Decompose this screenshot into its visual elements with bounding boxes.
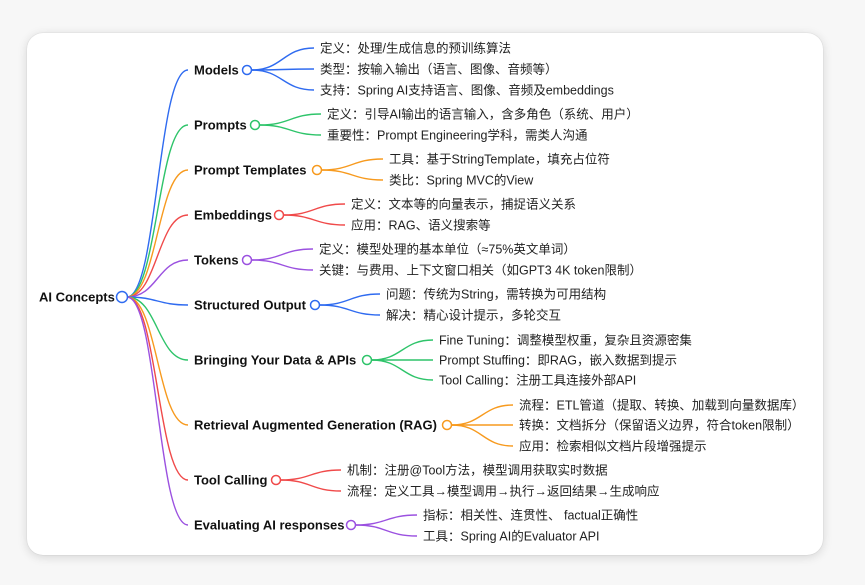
branch-connector: [126, 296, 189, 426]
branch-connector: [126, 296, 189, 361]
leaf-node-label[interactable]: 问题：传统为String，需转换为可用结构: [386, 287, 606, 302]
leaf-connector: [283, 214, 346, 226]
leaf-connector: [259, 113, 322, 126]
branch-node-label[interactable]: Prompts: [194, 118, 247, 133]
leaf-connector: [371, 339, 434, 361]
leaf-connector: [355, 514, 418, 526]
leaf-connector: [251, 47, 315, 71]
branch-node-label[interactable]: Prompt Templates: [194, 163, 306, 178]
leaf-node-label[interactable]: 定义：模型处理的基本单位（≈75%英文单词）: [319, 242, 576, 257]
leaf-node-label[interactable]: 应用：检索相似文档片段增强提示: [519, 439, 707, 454]
leaf-node-label[interactable]: 定义：引导AI输出的语言输入，含多角色（系统、用户）: [327, 107, 639, 122]
leaf-connector: [321, 169, 384, 181]
branch-node-label[interactable]: Tool Calling: [194, 473, 267, 488]
leaf-connector: [319, 293, 381, 306]
branch-node-label[interactable]: Evaluating AI responses: [194, 518, 345, 533]
branch-node-label[interactable]: Tokens: [194, 253, 239, 268]
leaf-node-label[interactable]: 流程：ETL管道（提取、转换、加载到向量数据库）: [519, 398, 804, 413]
branch-connector: [126, 296, 189, 306]
leaf-node-label[interactable]: 解决：精心设计提示，多轮交互: [386, 308, 561, 323]
branch-connector: [126, 124, 189, 298]
leaf-connector: [321, 158, 384, 171]
leaf-connector: [451, 424, 514, 447]
leaf-node-label[interactable]: Fine Tuning：调整模型权重，复杂且资源密集: [439, 333, 692, 348]
leaf-node-label[interactable]: 指标：相关性、连贯性、 factual正确性: [423, 508, 638, 523]
branch-collapse-toggle[interactable]: [361, 354, 373, 366]
leaf-node-label[interactable]: 类比：Spring MVC的View: [389, 173, 534, 188]
leaf-connector: [251, 69, 315, 91]
leaf-node-label[interactable]: 定义：文本等的向量表示，捕捉语义关系: [351, 197, 576, 212]
branch-collapse-toggle[interactable]: [441, 419, 453, 431]
leaf-connector: [319, 304, 381, 316]
leaf-node-label[interactable]: 关键：与费用、上下文窗口相关（如GPT3 4K token限制）: [319, 263, 642, 278]
leaf-node-label[interactable]: Prompt Stuffing：即RAG，嵌入数据到提示: [439, 353, 677, 368]
leaf-node-label[interactable]: 机制：注册@Tool方法，模型调用获取实时数据: [347, 463, 608, 478]
branch-node-label[interactable]: Structured Output: [194, 298, 307, 313]
branch-collapse-toggle[interactable]: [270, 474, 282, 486]
mindmap-canvas: [27, 33, 823, 555]
mindmap-edges: [126, 47, 514, 537]
leaf-connector: [280, 469, 342, 481]
leaf-node-label[interactable]: 应用：RAG、语义搜索等: [351, 218, 491, 233]
branch-collapse-toggle[interactable]: [311, 164, 323, 176]
branch-collapse-toggle[interactable]: [345, 519, 357, 531]
leaf-connector: [259, 124, 322, 136]
root-node-label[interactable]: AI Concepts: [39, 290, 115, 305]
leaf-connector: [283, 203, 346, 216]
leaf-connector: [251, 259, 314, 271]
leaf-node-label[interactable]: 定义：处理/生成信息的预训练算法: [320, 41, 511, 56]
leaf-node-label[interactable]: 工具：Spring AI的Evaluator API: [423, 529, 599, 544]
mindmap-nodes: AI Concepts Models 定义：处理/生成信息的预训练算法类型：按输入输…: [39, 41, 804, 544]
leaf-node-label[interactable]: 重要性：Prompt Engineering学科，需类人沟通: [327, 128, 588, 143]
branch-collapse-toggle[interactable]: [241, 64, 253, 76]
leaf-connector: [355, 524, 418, 537]
branch-collapse-toggle[interactable]: [241, 254, 253, 266]
branch-node-label[interactable]: Bringing Your Data & APIs: [194, 353, 356, 368]
leaf-node-label[interactable]: 流程：定义工具→模型调用→执行→返回结果→生成响应: [347, 484, 660, 499]
branch-collapse-toggle[interactable]: [273, 209, 285, 221]
leaf-node-label[interactable]: 转换：文档拆分（保留语义边界，符合token限制）: [519, 418, 800, 433]
branch-connector: [126, 259, 189, 298]
leaf-node-label[interactable]: 工具：基于StringTemplate，填充占位符: [389, 152, 610, 167]
branch-node-label[interactable]: Models: [194, 63, 239, 78]
leaf-connector: [371, 359, 434, 381]
branch-node-label[interactable]: Embeddings: [194, 208, 272, 223]
root-collapse-toggle[interactable]: [115, 290, 129, 304]
leaf-connector: [451, 404, 514, 426]
branch-connector: [126, 69, 189, 298]
leaf-node-label[interactable]: 支持：Spring AI支持语言、图像、音频及embeddings: [320, 83, 614, 98]
leaf-connector: [280, 479, 342, 492]
leaf-connector: [251, 248, 314, 261]
branch-connector: [126, 296, 189, 526]
branch-collapse-toggle[interactable]: [309, 299, 321, 311]
branch-collapse-toggle[interactable]: [249, 119, 261, 131]
leaf-node-label[interactable]: Tool Calling：注册工具连接外部API: [439, 373, 636, 388]
leaf-node-label[interactable]: 类型：按输入输出（语言、图像、音频等）: [320, 62, 558, 77]
branch-connector: [126, 296, 189, 481]
branch-node-label[interactable]: Retrieval Augmented Generation (RAG): [194, 418, 437, 433]
branch-connector: [126, 169, 189, 298]
branch-connector: [126, 214, 189, 298]
